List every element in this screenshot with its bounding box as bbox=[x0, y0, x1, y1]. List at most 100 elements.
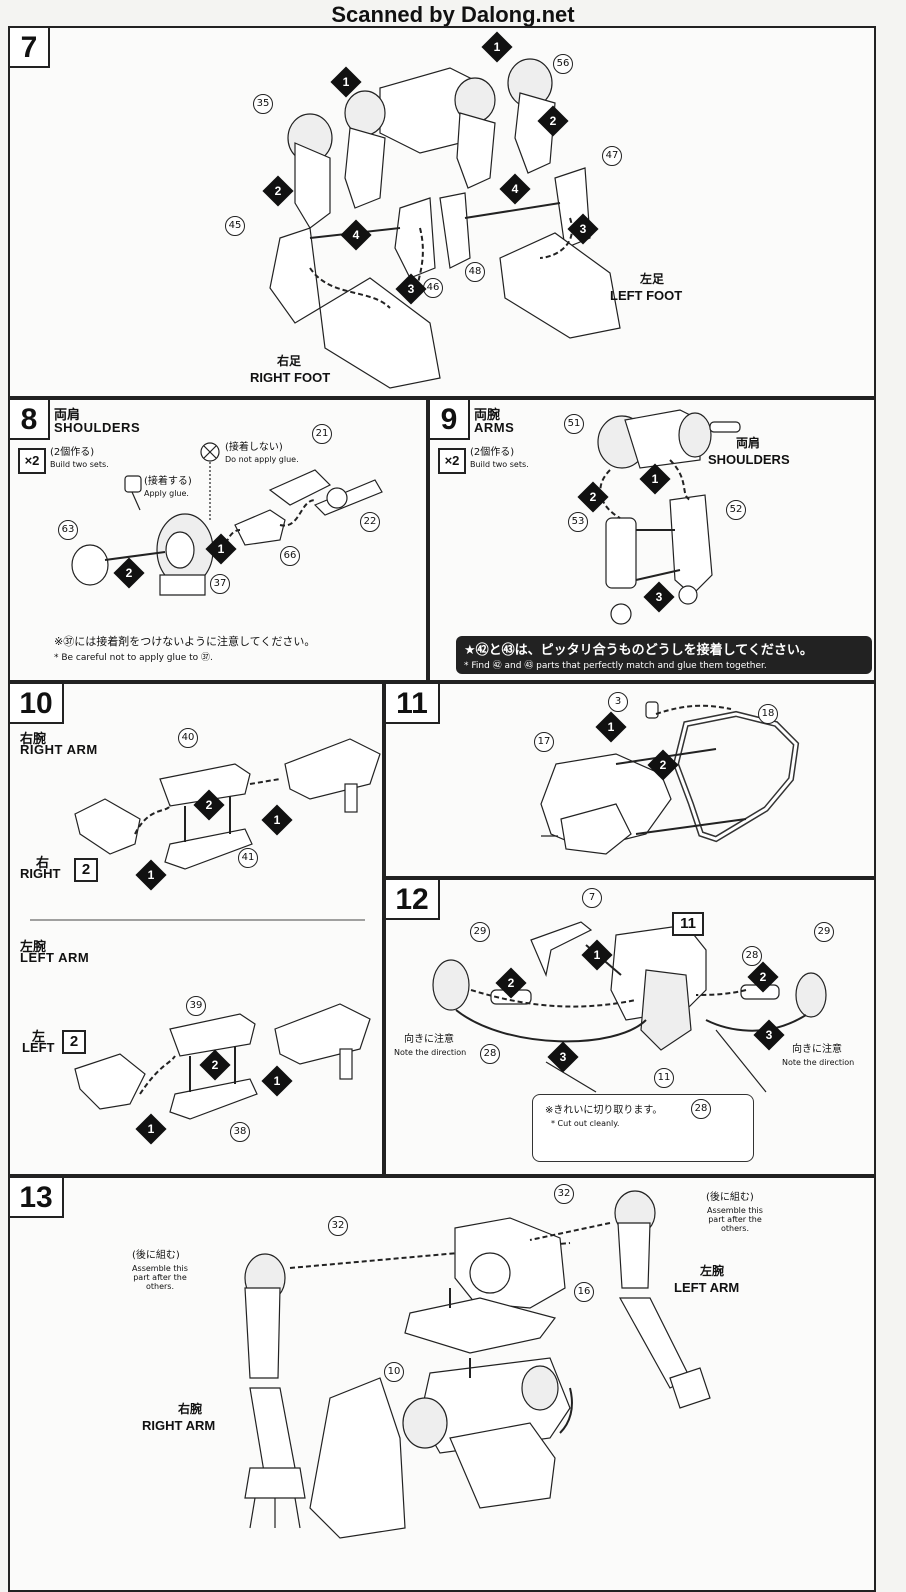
substep-2-marker: 2 bbox=[647, 749, 679, 781]
right-foot-label-jp: 右足 bbox=[277, 354, 302, 368]
step-number: 10 bbox=[10, 684, 64, 724]
substep-1-marker: 1 bbox=[639, 463, 671, 495]
part-number-63: 63 bbox=[58, 520, 78, 540]
part-number-16: 16 bbox=[574, 1282, 594, 1302]
part-number-29: 29 bbox=[814, 922, 834, 942]
part-number-40: 40 bbox=[178, 728, 198, 748]
direction-note-jp: 向きに注意 bbox=[404, 1034, 454, 1045]
part-number-28: 28 bbox=[691, 1099, 711, 1119]
left-hand-label-en: LEFT bbox=[22, 1040, 55, 1055]
direction-note-en: Note the direction bbox=[394, 1048, 467, 1057]
build-two-jp: (2個作る) bbox=[50, 447, 95, 458]
step-13-panel: 13 32 32 16 10 (後に組む) Assemble this part… bbox=[8, 1176, 876, 1592]
part-number-3: 3 bbox=[608, 692, 628, 712]
substep-4-marker: 4 bbox=[499, 173, 531, 205]
build-two-en: Build two sets. bbox=[470, 460, 529, 469]
right-hand-label-jp: 右 bbox=[36, 855, 50, 870]
step-9-panel: 9 両腕 ARMS ×2 (2個作る) Build two sets. 51 5… bbox=[428, 398, 876, 682]
part-number-39: 39 bbox=[186, 996, 206, 1016]
left-arm-label-jp: 左腕 bbox=[700, 1264, 725, 1278]
part-number-11: 11 bbox=[654, 1068, 674, 1088]
step-10-panel: 10 右腕 RIGHT ARM 40 41 1 1 2 右 RIGHT 2 左腕… bbox=[8, 682, 384, 1176]
cut-note-en: * Cut out cleanly. bbox=[551, 1119, 620, 1128]
glue-label-jp: (接着する) bbox=[144, 476, 192, 487]
right-hand-label-en: RIGHT bbox=[20, 866, 61, 881]
substep-1-marker: 1 bbox=[481, 31, 513, 63]
part-number-28: 28 bbox=[480, 1044, 500, 1064]
substep-3-marker: 3 bbox=[395, 273, 427, 305]
part-number-56: 56 bbox=[553, 54, 573, 74]
step-title-jp: 両腕 bbox=[474, 408, 501, 423]
substep-2-marker: 2 bbox=[495, 967, 527, 999]
step-7-panel: 7 35 56 47 45 46 48 1 1 2 2 3 3 4 4 bbox=[8, 26, 876, 398]
step-9-diagram bbox=[597, 409, 741, 625]
substep-3-marker: 3 bbox=[643, 581, 675, 613]
substep-2-marker: 2 bbox=[113, 557, 145, 589]
glue-warning-en: * Be careful not to apply glue to ㊲. bbox=[54, 653, 213, 663]
right-arm-label-jp: 右腕 bbox=[178, 1402, 203, 1416]
step-8-panel: 8 両肩 SHOULDERS ×2 (2個作る) Build two sets.… bbox=[8, 398, 428, 682]
part-number-41: 41 bbox=[238, 848, 258, 868]
right-arm-title-en: RIGHT ARM bbox=[20, 742, 98, 757]
noglue-label-jp: (接着しない) bbox=[225, 442, 283, 453]
cut-note-jp: ※きれいに切り取ります。 bbox=[545, 1105, 663, 1116]
step-number: 11 bbox=[386, 684, 440, 724]
left-arm-title-jp: 左腕 bbox=[20, 940, 47, 955]
part-number-7: 7 bbox=[582, 888, 602, 908]
part-number-18: 18 bbox=[758, 704, 778, 724]
assemble-later-en: Assemble this part after the others. bbox=[132, 1264, 188, 1291]
assemble-later-jp: (後に組む) bbox=[132, 1250, 180, 1261]
substep-1-marker: 1 bbox=[205, 533, 237, 565]
part-number-47: 47 bbox=[602, 146, 622, 166]
substep-2-marker: 2 bbox=[577, 481, 609, 513]
substep-1-marker: 1 bbox=[330, 66, 362, 98]
glue-warning-jp: ※㊲には接着剤をつけないように注意してください。 bbox=[54, 635, 316, 648]
part-number-51: 51 bbox=[564, 414, 584, 434]
substep-2-marker: 2 bbox=[193, 789, 225, 821]
substep-3-marker: 3 bbox=[567, 213, 599, 245]
part-number-22: 22 bbox=[360, 512, 380, 532]
step-number: 13 bbox=[10, 1178, 64, 1218]
part-number-38: 38 bbox=[230, 1122, 250, 1142]
noglue-label-en: Do not apply glue. bbox=[225, 455, 299, 464]
left-foot-label-jp: 左足 bbox=[640, 272, 665, 286]
build-count-badge: ×2 bbox=[438, 448, 466, 474]
part-number-35: 35 bbox=[253, 94, 273, 114]
shoulders-label-en: SHOULDERS bbox=[708, 452, 790, 467]
part-number-53: 53 bbox=[568, 512, 588, 532]
step-10-diagram bbox=[30, 738, 381, 1120]
step-title-jp: 両肩 bbox=[54, 408, 81, 423]
left-foot-label-en: LEFT FOOT bbox=[610, 288, 683, 303]
right-foot-label-en: RIGHT FOOT bbox=[250, 370, 331, 385]
substep-1-marker: 1 bbox=[261, 804, 293, 836]
part-number-45: 45 bbox=[225, 216, 245, 236]
step-number: 8 bbox=[10, 400, 50, 440]
step-11-diagram bbox=[540, 701, 800, 855]
shoulders-label-jp: 両肩 bbox=[736, 436, 761, 450]
scan-credit: Scanned by Dalong.net bbox=[331, 2, 575, 27]
step-8-diagram bbox=[71, 442, 383, 596]
step-title-en: ARMS bbox=[474, 420, 515, 435]
part-number-21: 21 bbox=[312, 424, 332, 444]
step-title-en: SHOULDERS bbox=[54, 420, 141, 435]
step-13-diagram bbox=[244, 1190, 711, 1539]
cut-cleanly-callout: ※きれいに切り取ります。 * Cut out cleanly. 28 bbox=[532, 1094, 754, 1162]
left-arm-title-en: LEFT ARM bbox=[20, 950, 90, 965]
step-number: 9 bbox=[430, 400, 470, 440]
substep-1-marker: 1 bbox=[135, 1113, 167, 1145]
direction-note-en: Note the direction bbox=[782, 1058, 855, 1067]
right-arm-title-jp: 右腕 bbox=[20, 732, 47, 747]
substep-2-marker: 2 bbox=[262, 175, 294, 207]
part-number-17: 17 bbox=[534, 732, 554, 752]
matching-note-jp: ★㊷と㊸は、ピッタリ合うものどうしを接着してください。 bbox=[464, 643, 813, 658]
assemble-later-jp: (後に組む) bbox=[706, 1192, 754, 1203]
assemble-later-en: Assemble this part after the others. bbox=[707, 1206, 763, 1233]
matching-note-en: * Find ㊷ and ㊸ parts that perfectly matc… bbox=[464, 661, 767, 671]
step-number: 12 bbox=[386, 880, 440, 920]
right-arm-label-en: RIGHT ARM bbox=[142, 1418, 216, 1433]
substep-2-marker: 2 bbox=[747, 961, 779, 993]
substep-1-marker: 1 bbox=[261, 1065, 293, 1097]
part-number-32: 32 bbox=[554, 1184, 574, 1204]
step-12-diagram bbox=[432, 921, 827, 1152]
subassembly-ref-2: 2 bbox=[74, 858, 98, 882]
